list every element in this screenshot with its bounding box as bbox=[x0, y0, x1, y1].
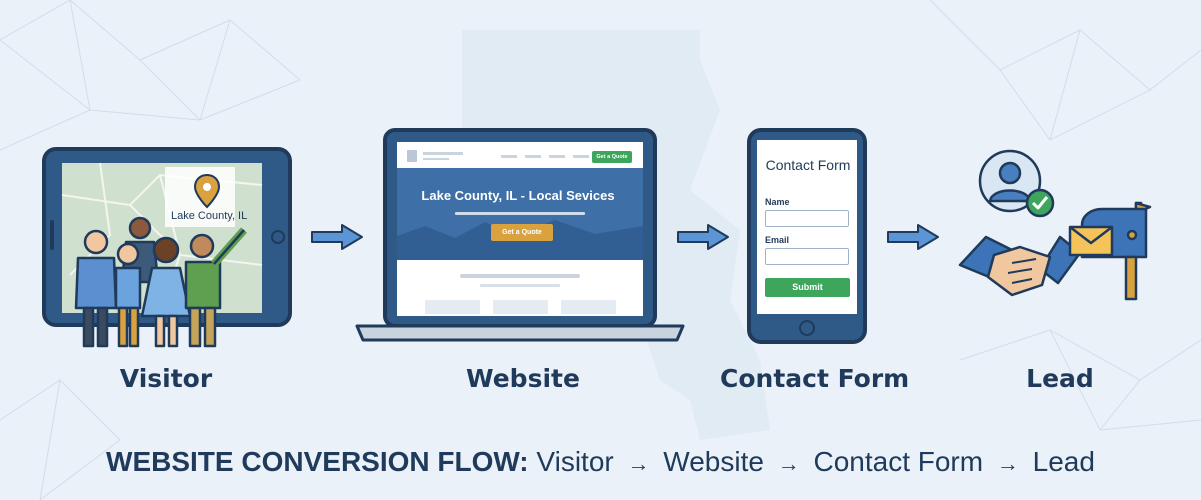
step-label-website: Website bbox=[466, 364, 580, 393]
site-get-quote-hero-button: Get a Quote bbox=[491, 224, 553, 241]
caption-arrow-3: → bbox=[996, 451, 1019, 476]
caption-step-website: Website bbox=[663, 446, 764, 477]
name-input bbox=[765, 210, 849, 227]
caption-heading: WEBSITE CONVERSION FLOW: bbox=[106, 446, 529, 477]
flow-caption: WEBSITE CONVERSION FLOW: Visitor → Websi… bbox=[0, 446, 1201, 478]
submit-button: Submit bbox=[765, 278, 850, 297]
map-location-label: Lake County, IL bbox=[171, 210, 248, 222]
name-field-label: Name bbox=[765, 197, 790, 207]
caption-step-visitor: Visitor bbox=[536, 446, 614, 477]
visitor-people-illustration bbox=[74, 216, 247, 348]
lead-illustration bbox=[958, 149, 1152, 301]
flow-arrow-1 bbox=[311, 224, 363, 250]
website-laptop bbox=[355, 128, 685, 342]
caption-arrow-2: → bbox=[777, 451, 800, 476]
flow-arrow-3 bbox=[887, 224, 939, 250]
step-label-lead: Lead bbox=[1026, 364, 1094, 393]
step-label-visitor: Visitor bbox=[119, 364, 213, 393]
email-input bbox=[765, 248, 849, 265]
caption-step-contact-form: Contact Form bbox=[813, 446, 984, 477]
step-label-contact-form: Contact Form bbox=[720, 364, 910, 393]
site-hero-title: Lake County, IL - Local Sevices bbox=[421, 188, 615, 203]
flow-arrow-2 bbox=[677, 224, 729, 250]
site-get-quote-nav-button: Get a Quote bbox=[592, 151, 632, 163]
caption-arrow-1: → bbox=[627, 451, 650, 476]
caption-step-lead: Lead bbox=[1032, 446, 1095, 477]
email-field-label: Email bbox=[765, 235, 790, 245]
contact-form-title: Contact Form bbox=[765, 157, 851, 173]
